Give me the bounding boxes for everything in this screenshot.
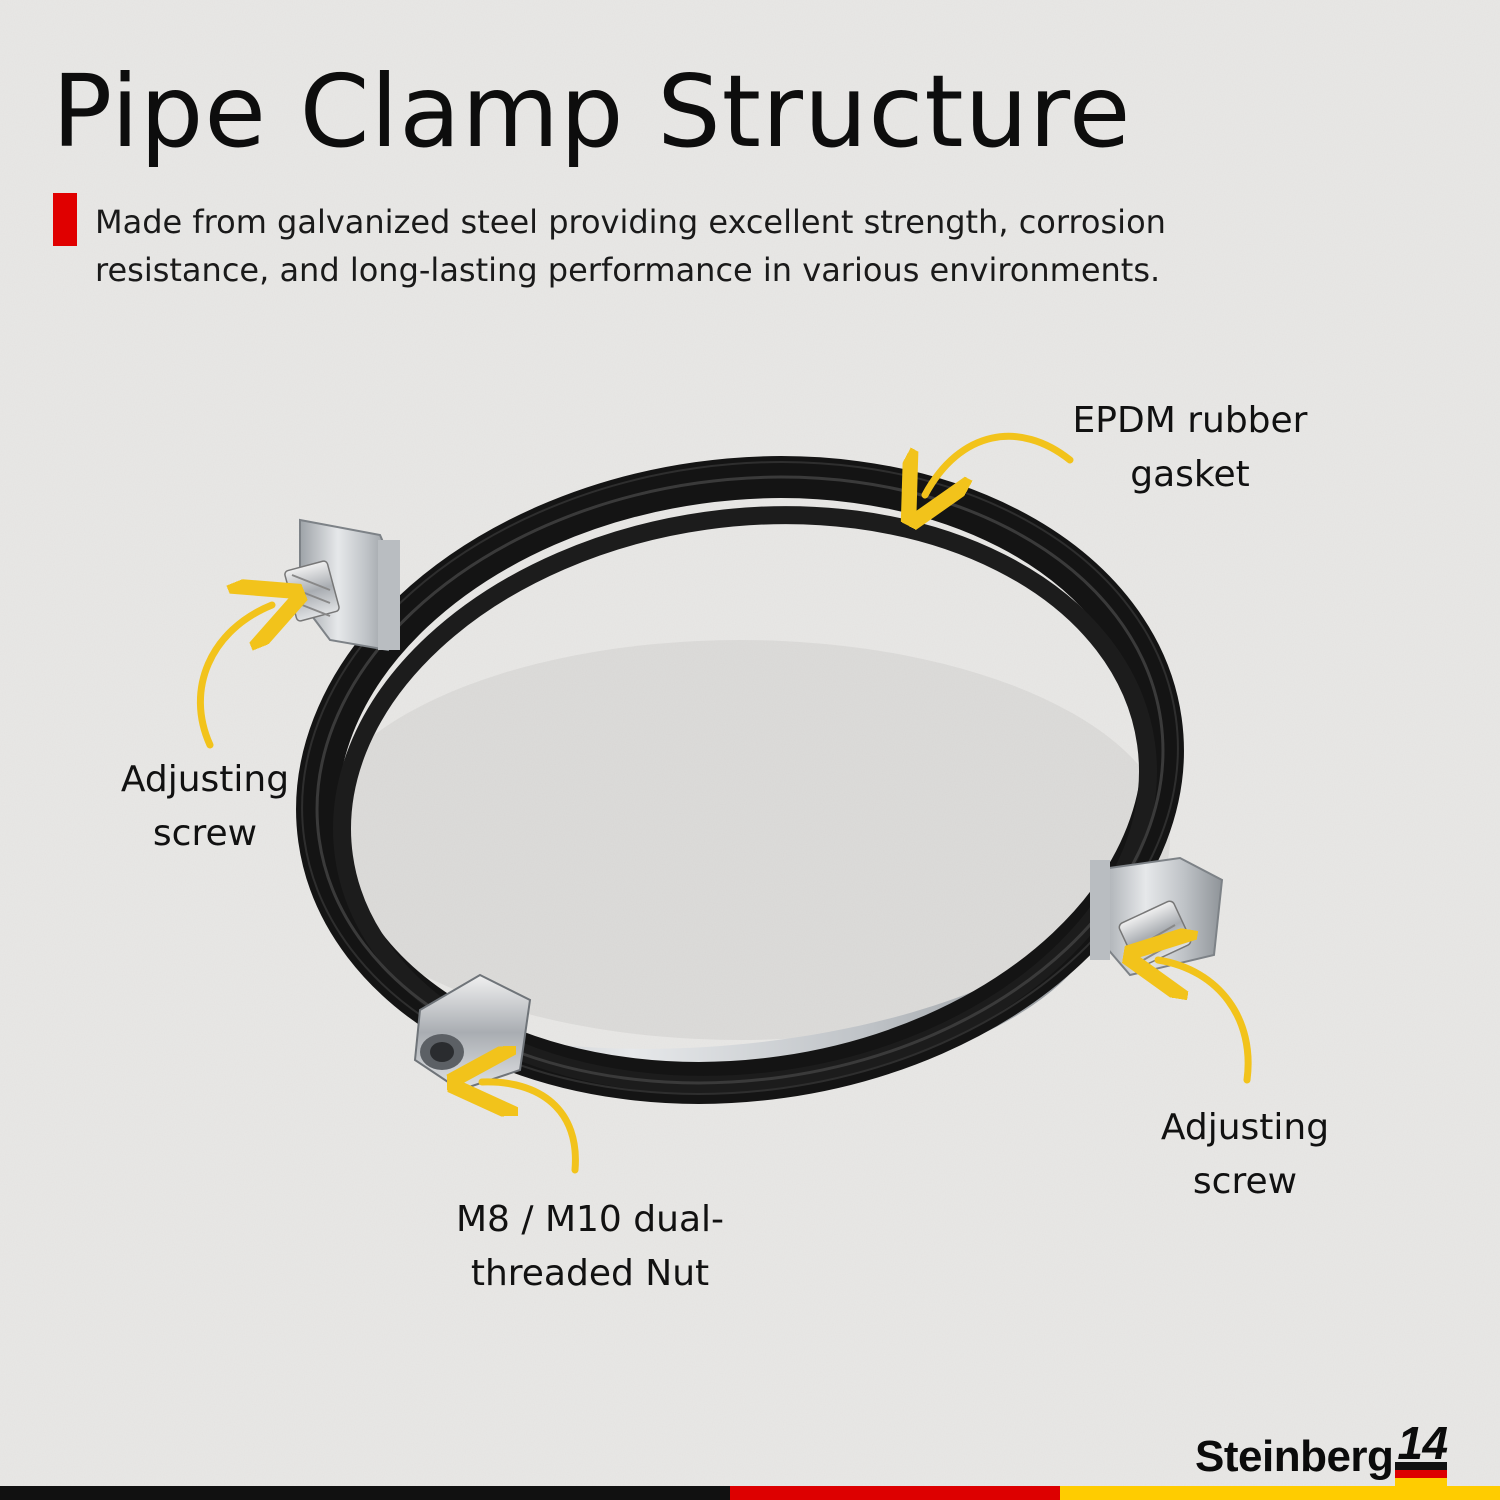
- callout-line: M8 / M10 dual-: [455, 1199, 724, 1240]
- product-description: Made from galvanized steel providing exc…: [95, 198, 1355, 294]
- callout-line: Adjusting: [120, 759, 290, 800]
- footer-stripe-gold: [1060, 1486, 1500, 1500]
- arrow-nut: [482, 1082, 579, 1174]
- brand-name: Steinberg: [1195, 1432, 1394, 1481]
- arrow-screw-left: [197, 605, 272, 749]
- epdm-rubber-inner: [333, 506, 1157, 1094]
- arrow-screw-right: [1158, 960, 1252, 1084]
- callout-line: Adjusting: [1160, 1107, 1330, 1148]
- clamp-shadow: [310, 640, 1170, 1040]
- callout-dual-threaded-nut: M8 / M10 dual- threaded Nut: [420, 1193, 760, 1301]
- gasket-groove: [301, 461, 1179, 1095]
- arrow-gasket: [925, 432, 1074, 495]
- callout-line: screw: [1192, 1161, 1298, 1202]
- callout-adjusting-screw-left: Adjusting screw: [95, 753, 315, 861]
- brand-flag-icon: [1395, 1462, 1447, 1486]
- callout-line: screw: [152, 813, 258, 854]
- page-title: Pipe Clamp Structure: [52, 53, 1132, 170]
- gasket-groove: [315, 475, 1165, 1085]
- callout-line: gasket: [1130, 454, 1250, 495]
- bracket-top-left: [299, 518, 400, 652]
- callout-line: EPDM rubber: [1072, 400, 1308, 441]
- callout-epdm-gasket: EPDM rubber gasket: [1050, 394, 1330, 502]
- description-line: Made from galvanized steel providing exc…: [95, 203, 1166, 241]
- callout-line: threaded Nut: [470, 1253, 710, 1294]
- accent-bar: [53, 193, 77, 246]
- footer-stripe-red: [730, 1486, 1060, 1500]
- brand-mark: 14: [1397, 1417, 1448, 1469]
- footer-stripe-black: [0, 1486, 730, 1500]
- brand-logo: Steinberg14: [1195, 1417, 1448, 1482]
- callout-adjusting-screw-right: Adjusting screw: [1135, 1101, 1355, 1209]
- description-line: resistance, and long-lasting performance…: [95, 251, 1161, 289]
